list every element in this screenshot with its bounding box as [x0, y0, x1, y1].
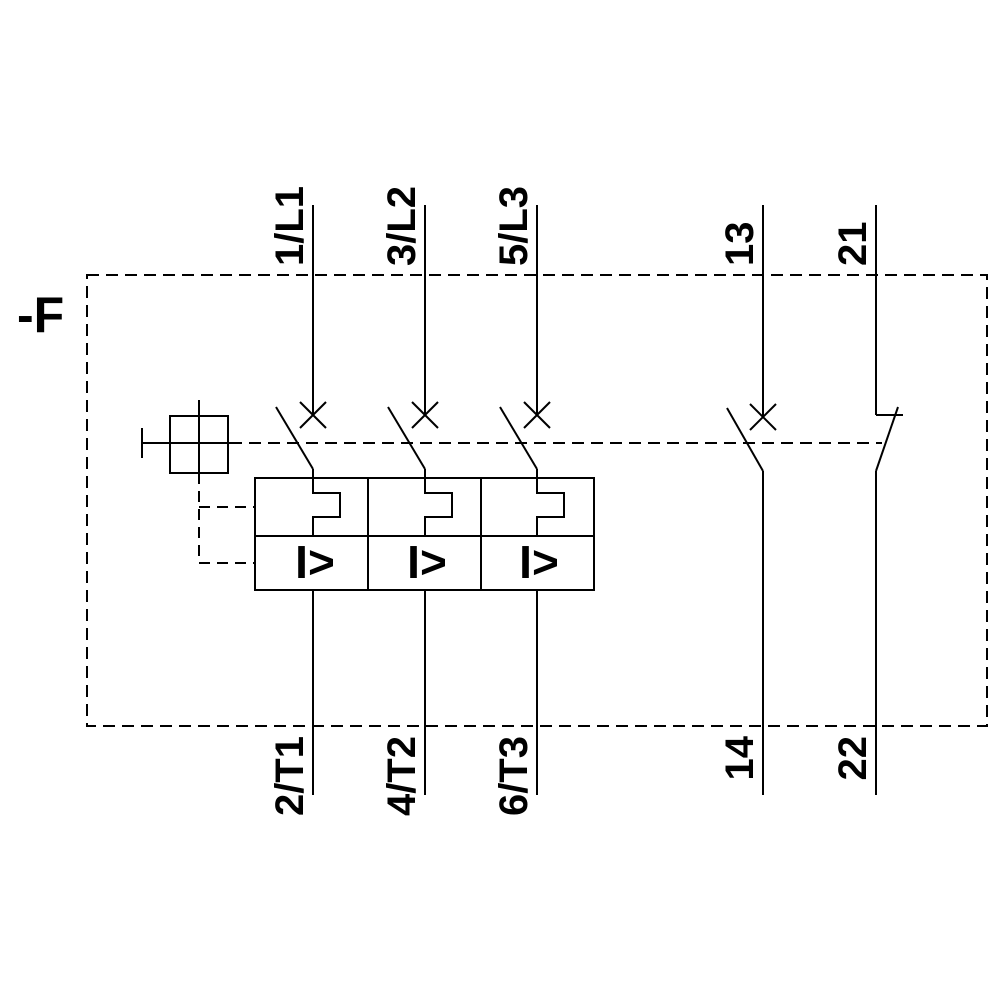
top-terminal-labels: 1/L1 3/L2 5/L3 13 21: [268, 186, 875, 266]
breaker-contact-cross-icon: [749, 403, 777, 431]
aux-nc-switch-lever: [875, 406, 899, 472]
release-block: I> I> I>: [254, 477, 595, 591]
enclosure-boundary: [86, 274, 988, 727]
terminal-label-4t2: 4/T2: [380, 736, 424, 816]
operating-mechanism: [141, 400, 230, 474]
cross-stroke: [523, 401, 551, 429]
bottom-terminal-labels: 2/T1 4/T2 6/T3 14 22: [268, 735, 875, 816]
main-pole-1: [275, 205, 341, 795]
cross-stroke: [749, 403, 777, 431]
breaker-contact-cross-icon: [299, 401, 327, 429]
terminal-label-3l2: 3/L2: [380, 186, 424, 266]
terminal-label-1l1: 1/L1: [268, 186, 312, 266]
terminal-label-22: 22: [831, 736, 875, 781]
terminal-label-6t3: 6/T3: [492, 736, 536, 816]
device-designation: -F: [17, 287, 64, 343]
cross-stroke: [299, 401, 327, 429]
pole-2-switch-lever: [387, 406, 426, 470]
main-pole-3: [499, 205, 565, 795]
magnetic-release-symbol: I>: [295, 536, 335, 588]
main-pole-2: [387, 205, 453, 795]
thermal-release-symbol: [424, 469, 453, 536]
breaker-contact-cross-icon: [523, 401, 551, 429]
pole-3-switch-lever: [499, 406, 538, 470]
magnetic-release-symbol: I>: [407, 536, 447, 588]
thermal-release-symbol: [312, 469, 341, 536]
aux-no-contact-13-14: [726, 205, 777, 795]
terminal-label-21: 21: [831, 222, 875, 267]
magnetic-release-symbol: I>: [519, 536, 559, 588]
release-block-outline: [254, 477, 595, 591]
breaker-contact-cross-icon: [411, 401, 439, 429]
cross-stroke: [411, 401, 439, 429]
thermal-release-symbol: [536, 469, 565, 536]
terminal-label-5l3: 5/L3: [492, 186, 536, 266]
release-trip-path: [198, 473, 255, 564]
pole-1-switch-lever: [275, 406, 314, 470]
terminal-label-13: 13: [718, 222, 762, 267]
terminal-label-14: 14: [718, 735, 762, 780]
terminal-label-2t1: 2/T1: [268, 736, 312, 816]
aux-no-switch-lever: [726, 407, 764, 472]
aux-nc-contact-21-22: [875, 205, 903, 795]
